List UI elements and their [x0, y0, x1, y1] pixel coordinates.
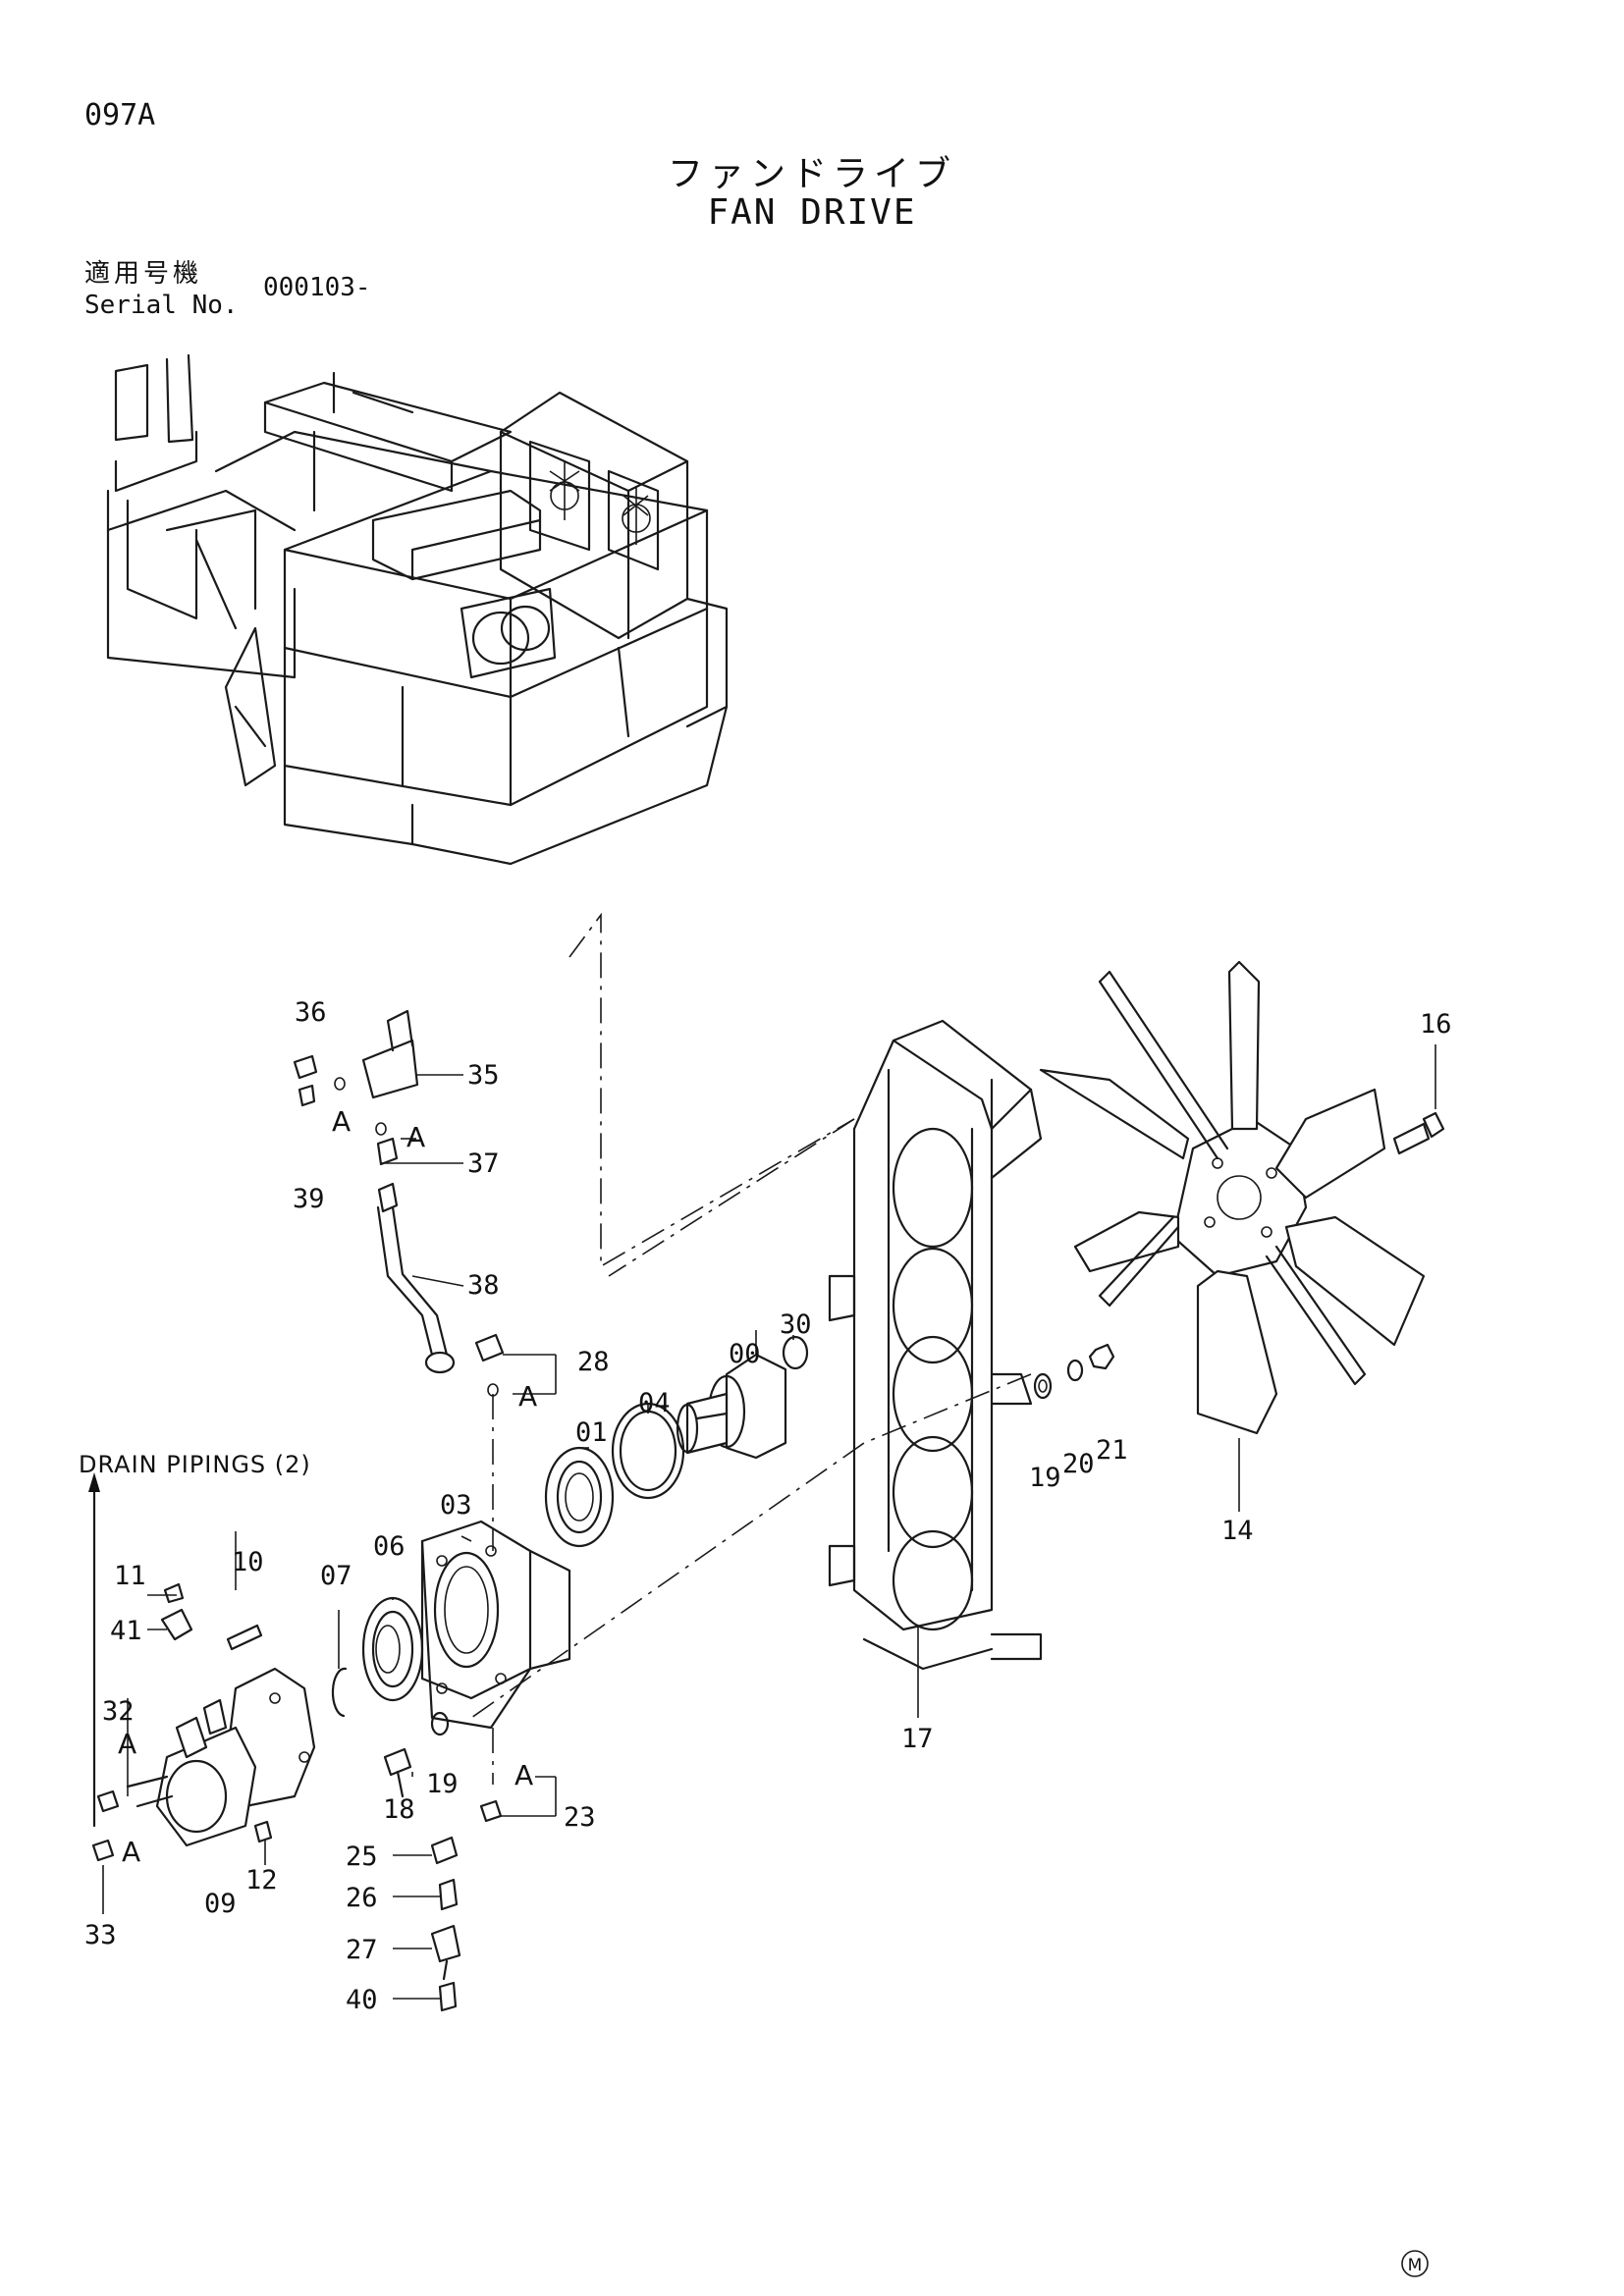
drain-pipings-label: DRAIN PIPINGS (2) — [79, 1451, 311, 1478]
fan-drive-assembly — [88, 1009, 1032, 2012]
cooling-fan — [1033, 960, 1445, 1435]
callout-28: 28 — [577, 1347, 610, 1377]
callout-25: 25 — [346, 1842, 378, 1872]
part-callouts: 36 35 A A 37 39 38 28 A 30 00 04 01 DRAI… — [79, 997, 1452, 2015]
callout-32: 32 — [102, 1696, 135, 1727]
callout-41: 41 — [110, 1616, 142, 1646]
callout-ref-a: A — [332, 1105, 351, 1138]
callout-01: 01 — [575, 1417, 608, 1448]
page-code: 097A — [84, 98, 156, 133]
serial-number-value: 000103- — [263, 273, 371, 302]
callout-ref-a: A — [122, 1836, 140, 1868]
callout-09: 09 — [204, 1889, 237, 1919]
callout-14: 14 — [1221, 1516, 1254, 1546]
callout-40: 40 — [346, 1985, 378, 2015]
callout-33: 33 — [84, 1920, 117, 1950]
callout-27: 27 — [346, 1935, 378, 1965]
callout-26: 26 — [346, 1883, 378, 1913]
serial-label-japanese: 適用号機 — [84, 259, 203, 289]
callout-23: 23 — [564, 1802, 596, 1833]
callout-17: 17 — [901, 1724, 934, 1754]
callout-07: 07 — [320, 1561, 352, 1591]
callout-12: 12 — [245, 1865, 278, 1896]
callout-03: 03 — [440, 1490, 472, 1521]
callout-38: 38 — [467, 1270, 500, 1301]
callout-00: 00 — [729, 1339, 761, 1369]
manufacturer-mark: M — [1401, 2250, 1429, 2277]
callout-06: 06 — [373, 1531, 406, 1562]
callout-ref-a: A — [514, 1759, 533, 1791]
callout-16: 16 — [1420, 1009, 1452, 1040]
callout-ref-a: A — [118, 1728, 136, 1760]
manufacturer-mark-letter: M — [1408, 2256, 1423, 2275]
callout-19: 19 — [426, 1769, 459, 1799]
callout-10: 10 — [232, 1547, 264, 1577]
callout-37: 37 — [467, 1148, 500, 1179]
callout-30: 30 — [780, 1309, 812, 1340]
page-title-japanese: ファンドライブ — [667, 154, 956, 194]
callout-04: 04 — [638, 1388, 671, 1418]
callout-ref-a: A — [518, 1380, 537, 1413]
callout-21: 21 — [1096, 1435, 1128, 1466]
callout-ref-a: A — [406, 1121, 425, 1153]
callout-19-fan: 19 — [1029, 1463, 1061, 1493]
callout-18: 18 — [383, 1794, 415, 1825]
machine-overview-illustration — [106, 353, 855, 1268]
page-title: FAN DRIVE — [707, 192, 917, 233]
fan-shroud-frame — [828, 1019, 1043, 1671]
callout-35: 35 — [467, 1060, 500, 1091]
serial-label: Serial No. — [84, 291, 239, 320]
callout-39: 39 — [293, 1184, 325, 1214]
callout-11: 11 — [114, 1561, 146, 1591]
callout-leaders — [102, 1044, 1436, 2000]
callout-20: 20 — [1062, 1449, 1095, 1479]
callout-36: 36 — [295, 997, 327, 1028]
